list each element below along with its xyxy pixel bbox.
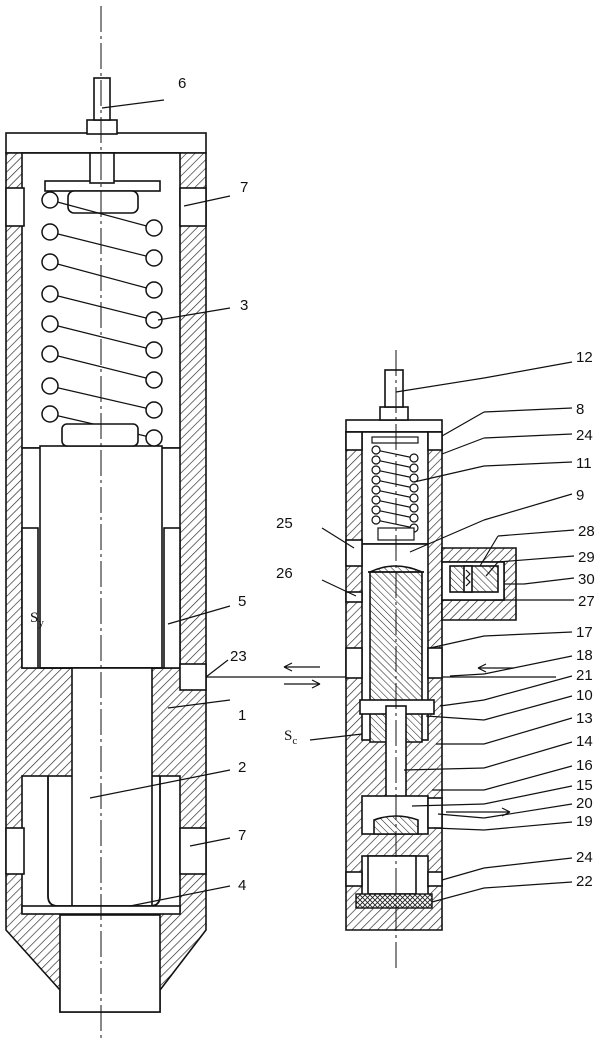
port-26 [346,592,362,602]
top-cover-plate [6,133,206,153]
label-25: 25 [276,515,293,532]
label-10: 10 [576,687,593,704]
label-9: 9 [576,487,584,504]
port-7b-right [180,828,206,874]
port-7-left [6,188,24,226]
label-8: 8 [576,401,584,418]
pilot-valve-assembly [346,350,516,968]
port-18 [428,648,442,678]
label-18: 18 [576,647,593,664]
label-16: 16 [576,757,593,774]
main-valve-assembly [6,6,206,1040]
label-27: 27 [578,593,595,610]
pilot-top-cover [346,420,442,432]
adjust-screw [94,78,110,120]
arrow-inlet-18 [478,664,514,672]
port-20 [428,798,442,828]
arrow-right-lower [284,680,320,688]
label-22: 22 [576,873,593,890]
label-1: 1 [238,707,246,724]
label-26: 26 [276,565,293,582]
port-24-bottom-left [346,872,362,886]
arrow-left-upper [284,663,320,671]
label-30: 30 [578,571,595,588]
port-23 [180,664,206,690]
port-24-bottom-right [428,872,442,886]
label-24-bottom: 24 [576,849,593,866]
port-7-right [180,188,206,226]
adjust-nut [87,120,117,134]
port-7b-left [6,828,24,874]
filter [356,894,432,908]
label-5: 5 [238,593,246,610]
label-21: 21 [576,667,593,684]
label-4: 4 [238,877,246,894]
label-sc: Sc [284,728,297,747]
label-29: 29 [578,549,595,566]
label-15: 15 [576,777,593,794]
label-19: 19 [576,813,593,830]
port-23-pilot [346,648,362,678]
label-3: 3 [240,297,248,314]
label-2: 2 [238,759,246,776]
label-6: 6 [178,75,186,92]
label-13: 13 [576,710,593,727]
bottom-outlet [60,915,160,1012]
label-7-bottom: 7 [238,827,246,844]
label-12: 12 [576,349,593,366]
label-17: 17 [576,624,593,641]
label-11: 11 [576,455,592,472]
label-23: 23 [230,648,247,665]
label-7-top: 7 [240,179,248,196]
label-24-top: 24 [576,427,593,444]
label-14: 14 [576,733,593,750]
label-20: 20 [576,795,593,812]
label-28: 28 [578,523,595,540]
